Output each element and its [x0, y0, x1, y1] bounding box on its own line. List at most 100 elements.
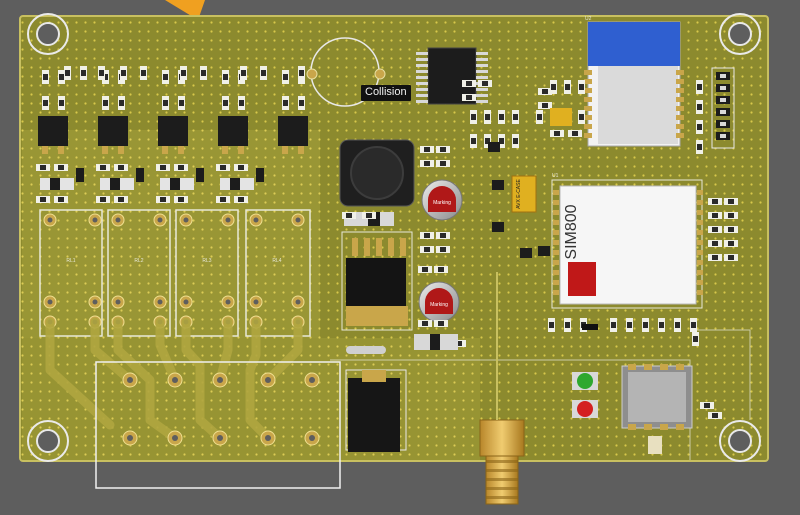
smd-resistor-body [299, 70, 304, 76]
electrolytic-capacitor-1: Marking [421, 179, 463, 221]
smd-resistor-body [223, 100, 228, 106]
smd-resistor-body [81, 70, 86, 76]
relay-pad-hole [253, 217, 259, 223]
sim800-pin [553, 240, 559, 245]
sim800-label: SIM800 [563, 204, 580, 259]
sot-transistor [492, 222, 504, 232]
smd-resistor-body [424, 233, 430, 238]
smd-resistor-body [611, 322, 616, 328]
smd-resistor-body [485, 114, 490, 120]
sim800-pin [697, 260, 703, 265]
smd-resistor-body [424, 147, 430, 152]
smd-resistor-body [542, 103, 548, 108]
relay-label-3: RL3 [202, 258, 211, 264]
wifi-pin [584, 79, 592, 84]
soic-pin [416, 82, 428, 85]
smd-resistor-body [103, 100, 108, 106]
soic-pin [416, 70, 428, 73]
smd-resistor-body [299, 100, 304, 106]
led-green [572, 372, 598, 390]
tantalum-capacitor: AVX E-CASE [511, 175, 537, 213]
smd-resistor-body [482, 81, 488, 86]
smd-resistor-body [697, 104, 702, 110]
mosfet [98, 116, 128, 146]
terminal-pad-hole [265, 377, 271, 383]
mosfet [218, 116, 248, 146]
sim800-pin [553, 280, 559, 285]
sim-holder-pin [660, 424, 668, 430]
smd-resistor-body [239, 100, 244, 106]
sim-holder-pin [676, 424, 684, 430]
relay-pad-hole [92, 217, 98, 223]
smd-passives [64, 66, 738, 419]
smd-resistor-body [485, 138, 490, 144]
power-inductor [339, 139, 415, 207]
smd-resistor-body [440, 147, 446, 152]
mosfet-pin [118, 146, 124, 154]
terminal-pad-hole [217, 377, 223, 383]
smd-resistor-body [537, 114, 542, 120]
soic-pin [416, 76, 428, 79]
smd-resistor-body [283, 74, 288, 80]
mosfet [158, 116, 188, 146]
soic-pin [476, 76, 488, 79]
sma-thread [486, 460, 518, 463]
relay-pad-hole [183, 217, 189, 223]
sim800-pin [553, 220, 559, 225]
smd-resistor-body [43, 100, 48, 106]
smd-resistor-body [59, 74, 64, 80]
terminal-pad-hole [172, 435, 178, 441]
relay-outline-4 [245, 209, 311, 337]
smd-resistor-body [697, 84, 702, 90]
relay-label-2: RL2 [134, 258, 143, 264]
pin-header-right [711, 67, 735, 149]
flyback-diode-band [110, 178, 120, 190]
smd-resistor-body [513, 138, 518, 144]
sim800-pin [697, 220, 703, 225]
jumper-link [582, 324, 598, 330]
smd-resistor-body [728, 213, 734, 218]
wifi-pin [676, 88, 684, 93]
wifi-pin [676, 115, 684, 120]
mosfet [278, 116, 308, 146]
smd-resistor-body [712, 199, 718, 204]
terminal-block-outline [95, 361, 341, 489]
smd-resistor-body [579, 114, 584, 120]
relay-pad-hole [225, 217, 231, 223]
sim-holder-pin [628, 364, 636, 370]
sim800-pin [697, 200, 703, 205]
soic-pin [416, 58, 428, 61]
mosfet-pin [238, 146, 244, 154]
smd-resistor-body [554, 131, 560, 136]
soic-pin [416, 94, 428, 97]
smd-resistor-body [238, 197, 244, 202]
svg-text:AVX E-CASE: AVX E-CASE [516, 179, 522, 209]
smd-resistor-body [160, 165, 166, 170]
transistor [76, 168, 84, 182]
sim800-pin [553, 230, 559, 235]
sim800-ref: U1 [552, 173, 559, 179]
sim-holder-pin [676, 364, 684, 370]
wifi-module: U2 [584, 16, 684, 147]
terminal-pad-hole [172, 377, 178, 383]
smd-resistor-body [179, 100, 184, 106]
smd-resistor-body [499, 138, 504, 144]
relay-outline-3 [175, 209, 239, 337]
smd-resistor-body [440, 161, 446, 166]
smd-resistor-body [728, 227, 734, 232]
transistor [136, 168, 144, 182]
sim800-pin [697, 270, 703, 275]
wifi-pin [676, 106, 684, 111]
sim800-pin [697, 210, 703, 215]
smd-resistor-body [223, 74, 228, 80]
sot-transistor [492, 180, 504, 190]
sot-transistor [538, 246, 550, 256]
wifi-pin [584, 70, 592, 75]
mosfet-pin [178, 146, 184, 154]
electrolytic-capacitor-2: Marking [418, 281, 460, 323]
smd-resistor-body [712, 255, 718, 260]
sim800-pin [553, 270, 559, 275]
transistor [256, 168, 264, 182]
